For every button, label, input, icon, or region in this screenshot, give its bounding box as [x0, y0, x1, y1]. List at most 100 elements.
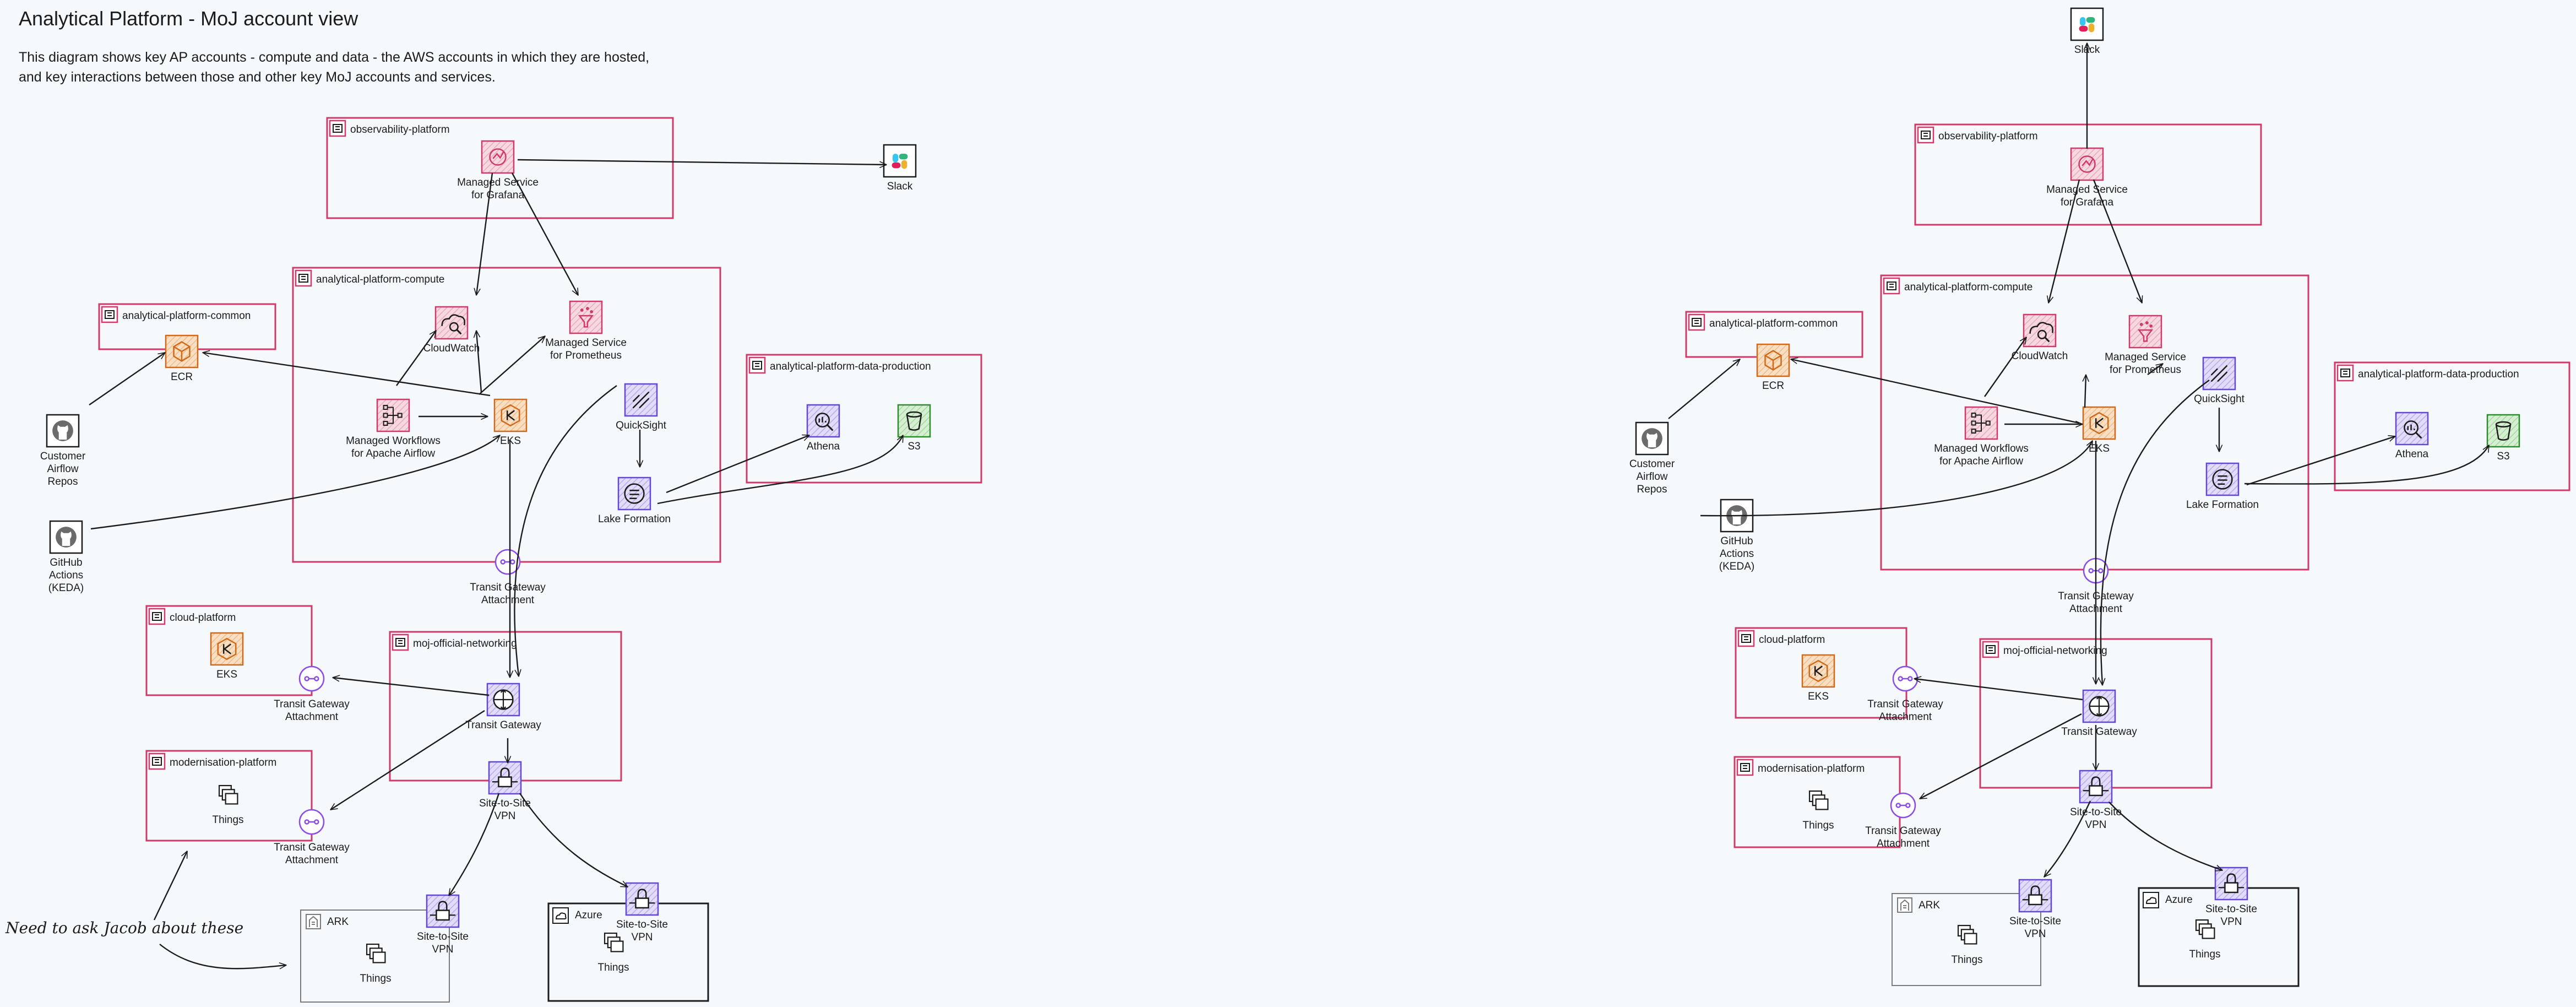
- left-group-ark-label: ARK: [327, 916, 349, 928]
- left-node-cloud-platform-eks: EKS: [216, 669, 237, 680]
- quicksight-icon: [2202, 356, 2236, 391]
- left-edge-2: [511, 172, 579, 295]
- left-group-cloud-platform: [145, 605, 313, 696]
- stacked-squares-icon: [1808, 790, 1829, 810]
- left-group-modernisation-platform: [145, 750, 313, 842]
- left-edge-14: [514, 385, 617, 676]
- right-node-ecr: ECR: [1762, 380, 1784, 392]
- left-node-cloudwatch: CloudWatch: [423, 343, 480, 354]
- right-group-cloud-platform-label: cloud-platform: [1759, 634, 1825, 646]
- left-edge-15: [333, 678, 490, 696]
- left-group-observability-platform: [326, 117, 674, 219]
- aws-account-icon: [748, 356, 766, 374]
- left-edge-0: [517, 159, 887, 165]
- right-node-quicksight: QuickSight: [2194, 393, 2245, 405]
- left-group-analytical-platform-compute-label: analytical-platform-compute: [316, 274, 444, 285]
- bucket-icon: [2486, 414, 2520, 448]
- right-group-observability-platform-label: observability-platform: [1938, 131, 2038, 142]
- grafana-icon: [481, 140, 515, 174]
- aws-account-icon: [1737, 630, 1755, 647]
- vpn-lock-icon: [625, 882, 659, 916]
- cloudwatch-icon: [2023, 313, 2057, 348]
- kubernetes-icon: [1801, 654, 1835, 688]
- slack-logo-icon: [2070, 7, 2104, 41]
- left-group-analytical-platform-common-label: analytical-platform-common: [122, 310, 251, 322]
- left-edge-11: [666, 435, 809, 494]
- left-edge-12: [657, 435, 904, 505]
- right-group-moj-official-networking-label: moj-official-networking: [2003, 645, 2107, 657]
- note-jacob: Need to ask Jacob about these: [5, 919, 243, 937]
- right-group-analytical-platform-compute-label: analytical-platform-compute: [1904, 281, 2032, 293]
- right-group-ark-label: ARK: [1919, 900, 1940, 911]
- left-edge-5: [479, 336, 545, 395]
- transit-gateway-attachment-icon: [298, 809, 325, 835]
- left-node-athena: Athena: [807, 441, 840, 452]
- transit-gateway-attachment-icon: [298, 665, 325, 692]
- building-icon: [306, 914, 321, 929]
- right-group-analytical-platform-data-production: [2334, 361, 2570, 491]
- lake-formation-icon: [2205, 462, 2240, 496]
- right-edge-7: [1668, 359, 1740, 419]
- right-edge-12: [2244, 445, 2490, 485]
- left-node-azure-things: Things: [597, 962, 629, 973]
- aws-account-icon: [1917, 126, 1934, 144]
- right-edge-11: [2246, 436, 2395, 486]
- right-group-analytical-platform-data-production-label: analytical-platform-data-production: [2358, 369, 2519, 380]
- stacked-squares-icon: [366, 943, 386, 963]
- right-node-azure-things: Things: [2189, 949, 2220, 960]
- left-node-slack: Slack: [887, 181, 913, 192]
- stacked-squares-icon: [2195, 919, 2215, 939]
- quicksight-icon: [624, 383, 658, 417]
- right-edge-14: [2101, 380, 2210, 685]
- right-group-azure: [2138, 887, 2300, 987]
- athena-icon: [806, 404, 840, 438]
- left-node-quicksight: QuickSight: [616, 420, 667, 431]
- kubernetes-icon: [210, 632, 244, 666]
- diagram-description: This diagram shows key AP accounts - com…: [19, 50, 649, 85]
- right-group-analytical-platform-common-label: analytical-platform-common: [1709, 318, 1838, 329]
- workflow-icon: [376, 398, 410, 432]
- left-edge-21: [159, 944, 286, 968]
- right-node-cloud-platform-eks: EKS: [1808, 691, 1829, 702]
- workflow-icon: [1964, 406, 1998, 440]
- aws-account-icon: [148, 608, 166, 625]
- right-node-transit-gateway: Transit Gateway: [2061, 726, 2137, 738]
- right-group-azure-label: Azure: [2165, 894, 2193, 906]
- left-node-s3: S3: [907, 441, 920, 452]
- left-group-azure-label: Azure: [575, 909, 602, 921]
- right-edge-3: [1984, 337, 2026, 397]
- stacked-squares-icon: [218, 784, 238, 805]
- stacked-squares-icon: [604, 932, 624, 952]
- left-group-ark: [300, 909, 450, 1003]
- left-edge-20: [153, 851, 188, 921]
- right-node-modernisation-things: Things: [1802, 820, 1834, 831]
- right-group-ark: [1892, 893, 2041, 986]
- cloud-icon: [2143, 892, 2159, 908]
- aws-account-icon: [148, 752, 166, 770]
- slack-logo-icon: [883, 144, 917, 178]
- transit-gateway-attachment-icon: [1892, 665, 1919, 692]
- vpn-lock-icon: [2079, 770, 2113, 804]
- left-edge-3: [396, 331, 436, 386]
- kubernetes-icon: [2082, 406, 2116, 440]
- left-edge-1: [476, 172, 493, 295]
- left-edge-19: [519, 793, 628, 888]
- left-node-lake-formation: Lake Formation: [598, 513, 671, 525]
- right-edge-6: [1791, 359, 2080, 424]
- right-edge-18: [2044, 800, 2091, 877]
- cloud-icon: [552, 907, 569, 924]
- vpn-lock-icon: [2214, 867, 2248, 901]
- github-icon: [46, 414, 80, 448]
